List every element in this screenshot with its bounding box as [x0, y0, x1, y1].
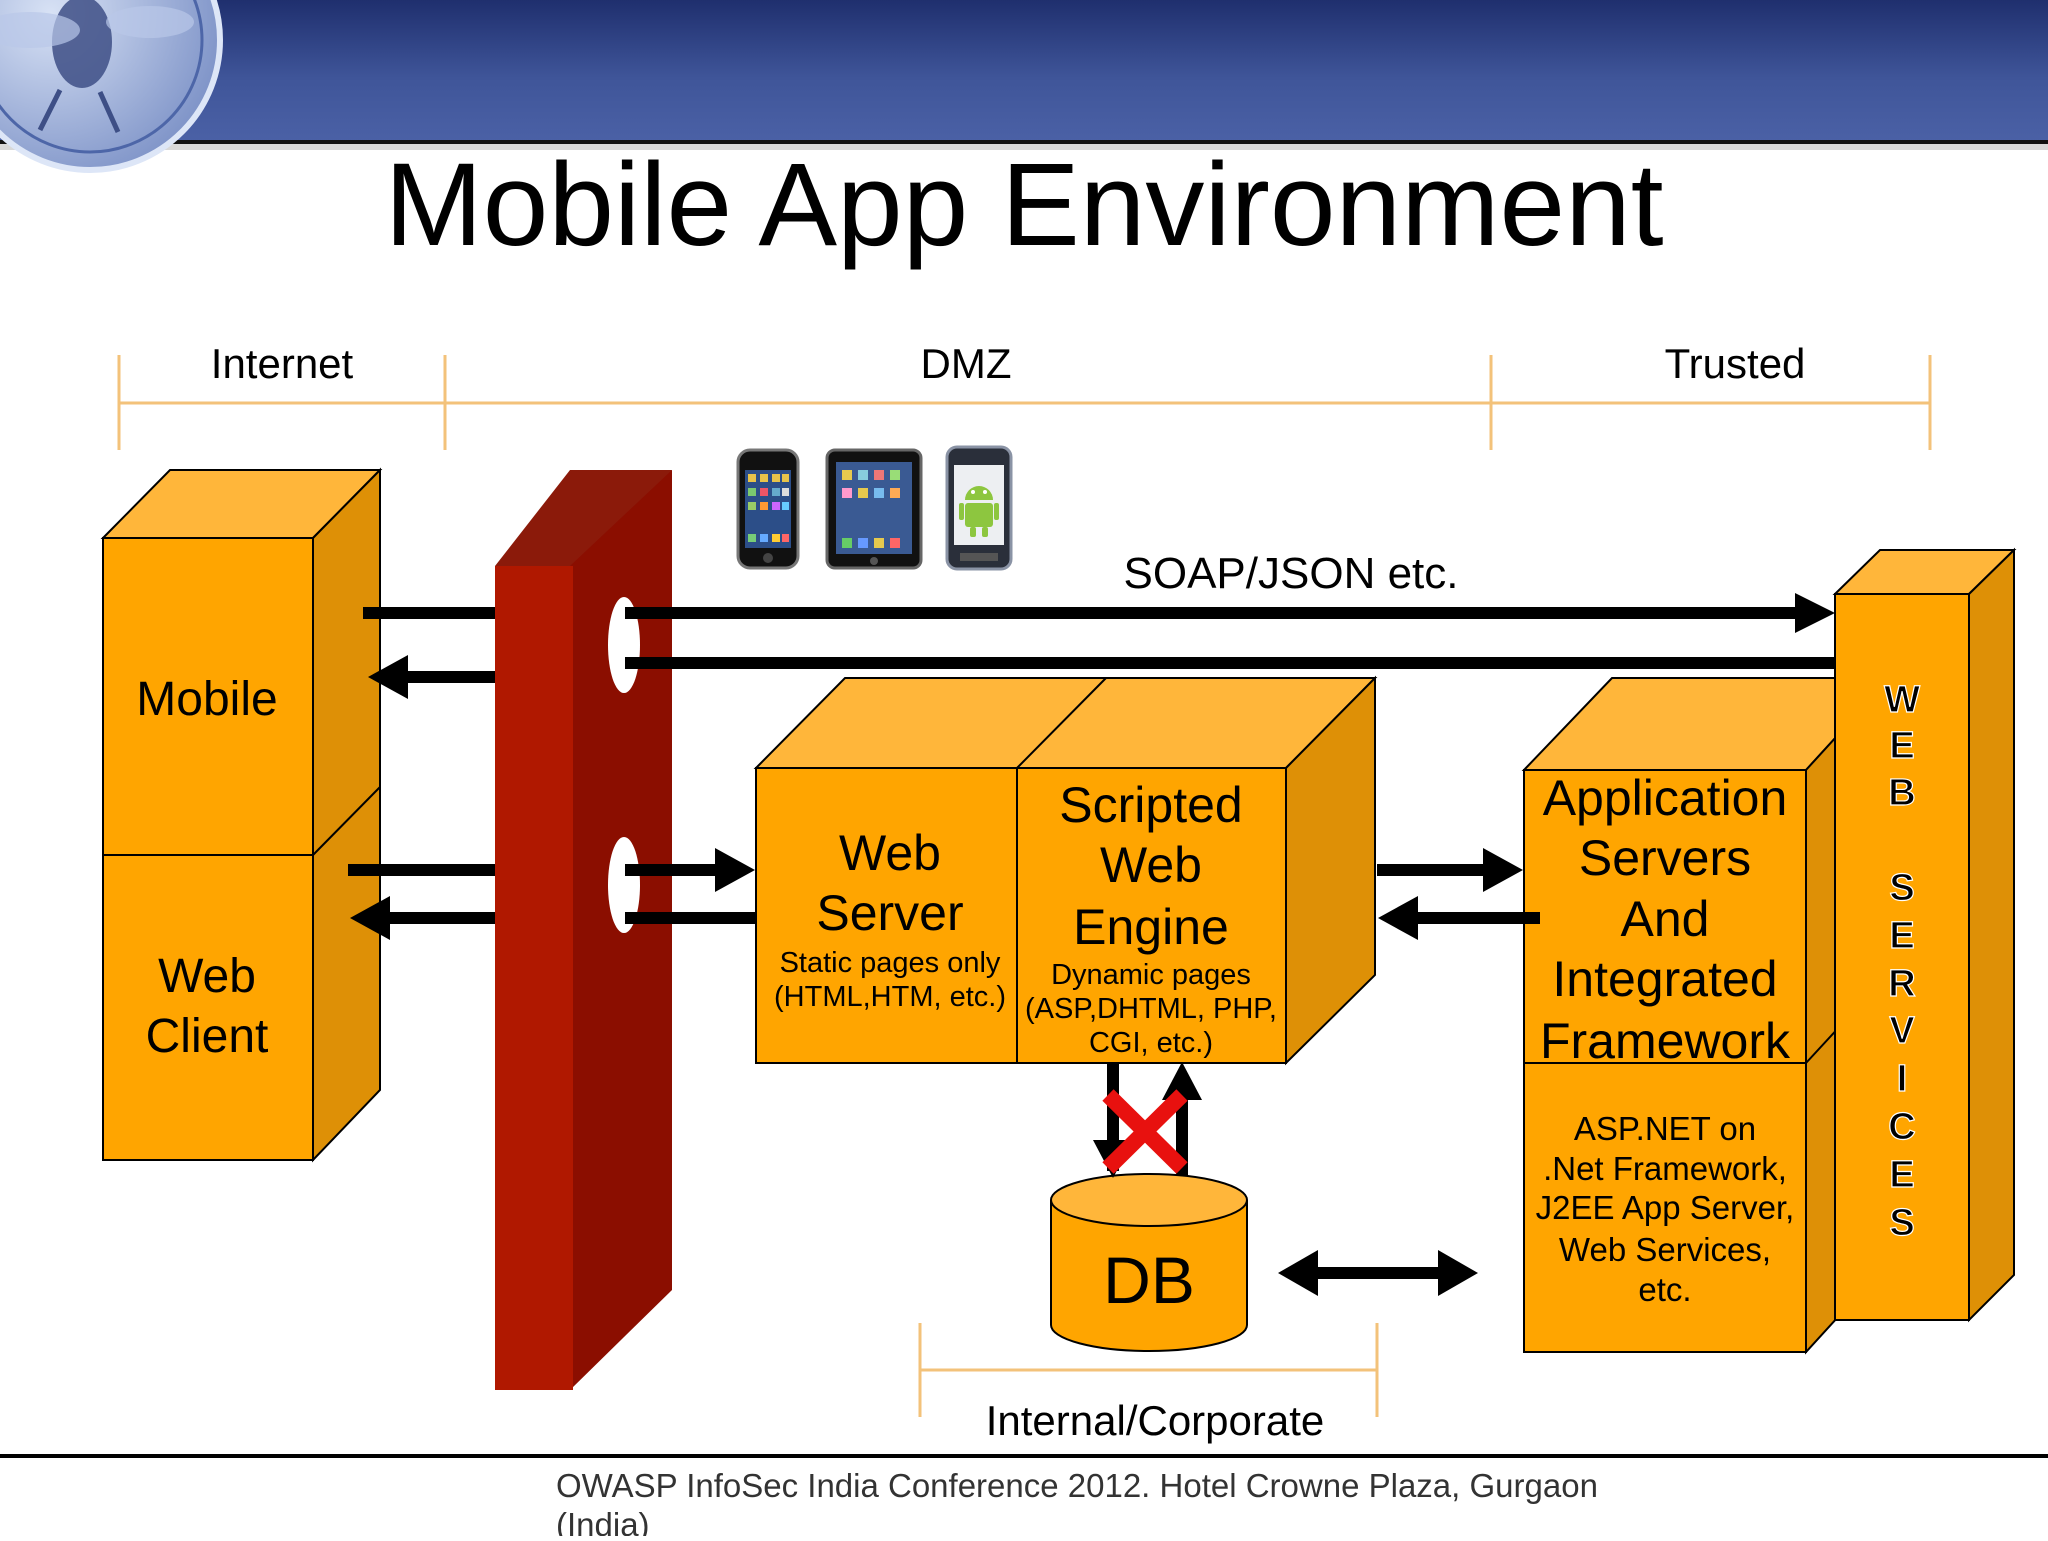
footer-text-line1: OWASP InfoSec India Conference 2012. Hot… [556, 1467, 1598, 1504]
zone-brackets [117, 355, 1932, 1417]
script-engine-title-line3: Engine [1073, 899, 1229, 955]
ws-letter: E [1889, 725, 1914, 767]
ws-letter: I [1897, 1058, 1908, 1100]
zone-label-dmz: DMZ [921, 340, 1012, 387]
script-engine-sub-line3: CGI, etc.) [1089, 1027, 1213, 1059]
script-engine-sub-line2: (ASP,DHTML, PHP, [1025, 993, 1277, 1025]
zone-label-internal: Internal/Corporate [986, 1397, 1325, 1444]
ws-letter: R [1888, 963, 1915, 1005]
firewall [495, 470, 672, 1390]
db-label: DB [1103, 1243, 1195, 1317]
ws-letter: E [1889, 915, 1914, 957]
app-servers-sub-line4: Web Services, [1559, 1231, 1771, 1268]
web-server-sub-line2: (HTML,HTM, etc.) [774, 981, 1006, 1013]
script-engine-sub-line1: Dynamic pages [1051, 959, 1251, 991]
footer-text-line2: (India) [556, 1506, 650, 1536]
zone-label-internet: Internet [211, 340, 354, 387]
ws-letter: V [1889, 1010, 1915, 1052]
iphone-icon [736, 448, 800, 570]
blocked-x-icon [1102, 1089, 1188, 1174]
owasp-wasp-logo-icon [0, 0, 223, 173]
app-servers-sub-line2: .Net Framework, [1543, 1150, 1787, 1187]
web-tier-box [753, 675, 1378, 1066]
script-engine-title-line1: Scripted [1059, 777, 1242, 833]
ws-letter: W [1884, 679, 1920, 721]
web-server-title-line2: Server [816, 885, 963, 941]
mobile-label: Mobile [136, 673, 277, 726]
connection-arrows [348, 593, 1835, 1296]
ws-letter: E [1889, 1154, 1914, 1196]
script-engine-title-line2: Web [1100, 837, 1202, 893]
web-client-label-line1: Web [158, 950, 256, 1003]
ws-letter: C [1888, 1106, 1915, 1148]
zone-label-trusted: Trusted [1665, 340, 1806, 387]
app-servers-title-line4: Integrated [1552, 951, 1777, 1007]
app-servers-title-line3: And [1621, 891, 1710, 947]
web-services-vertical-label: W E B S E R V I C E S [1883, 678, 1920, 1244]
web-server-title-line1: Web [839, 825, 941, 881]
ws-letter: S [1889, 1202, 1914, 1244]
ipad-icon [825, 448, 923, 570]
web-server-sub-line1: Static pages only [780, 947, 1001, 979]
app-servers-title-line2: Servers [1579, 830, 1751, 886]
app-servers-title-line1: Application [1543, 770, 1788, 826]
ws-letter: B [1888, 772, 1915, 814]
web-client-label-line2: Client [146, 1010, 269, 1063]
db-cylinder [1050, 1173, 1248, 1352]
app-servers-title-line5: Framework [1540, 1013, 1791, 1069]
ws-letter: S [1889, 867, 1914, 909]
web-services-box [1832, 547, 2017, 1323]
client-box [100, 467, 383, 1163]
firewall-port-bottom [608, 837, 640, 933]
android-phone-icon [945, 445, 1013, 571]
page-title: Mobile App Environment [384, 139, 1663, 271]
app-servers-sub-line5: etc. [1638, 1271, 1691, 1308]
header-band [0, 0, 2048, 150]
app-servers-sub-line1: ASP.NET on [1574, 1110, 1756, 1147]
app-servers-sub-line3: J2EE App Server, [1536, 1189, 1795, 1226]
protocol-label: SOAP/JSON etc. [1124, 549, 1459, 598]
